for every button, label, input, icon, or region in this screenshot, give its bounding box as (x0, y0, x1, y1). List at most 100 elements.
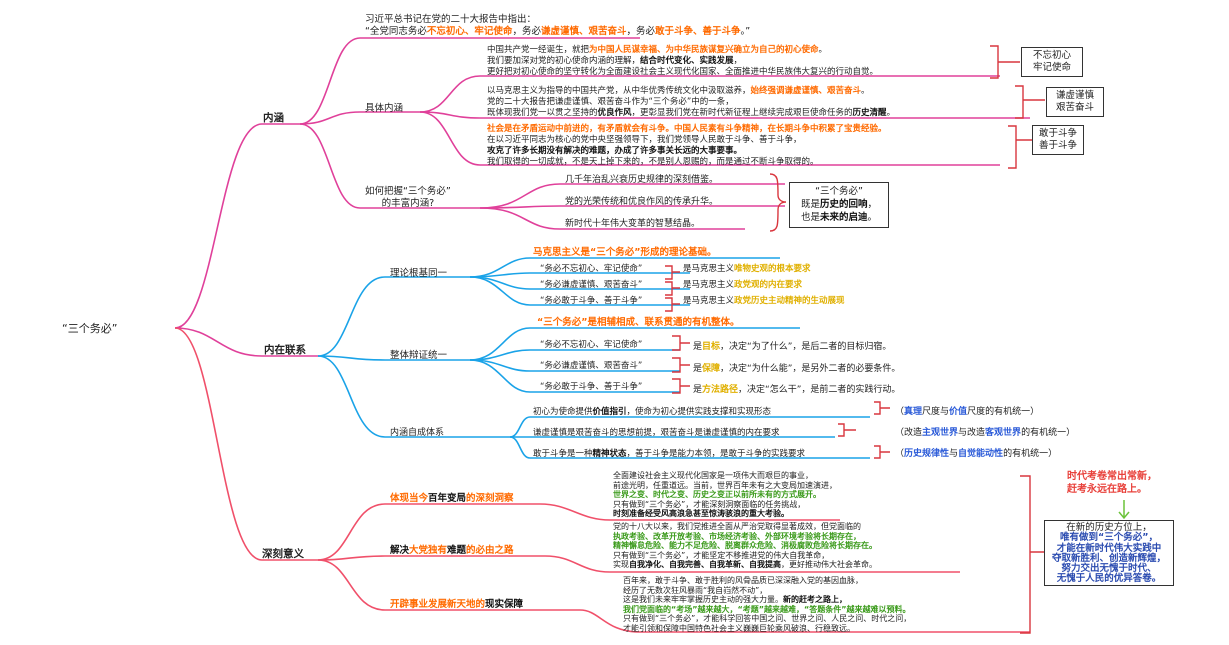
text-segment: 始终强调谦虚谨慎、艰苦奋斗 (750, 86, 862, 96)
text-segment: 百年来，敢于斗争、敢于胜利的风骨品质已深深融入党的基因血脉， (623, 576, 863, 585)
text-segment: 我们党面临的“考场”越来越大，“考题”越来越难，“答题条件”越来越难以预料。 (623, 604, 911, 614)
text-segment: 开辟事业发展新天地的 (390, 599, 486, 610)
conclusion-line: 无愧于人民的优异答卷。 (1056, 573, 1162, 585)
summary-box-modesty: 谦虚谨慎 艰苦奋斗 (1046, 87, 1104, 117)
text-segment: 时刻准备经受风高浪急甚至惊涛骇浪的重大考验。 (613, 509, 789, 518)
text-segment: 是马克思主义 (683, 280, 735, 290)
text-segment: 自觉能动性 (958, 449, 1004, 459)
text-line: 百年来，敢于斗争、敢于胜利的风骨品质已深深融入党的基因血脉， (623, 576, 911, 586)
text-segment: 精神状态 (592, 449, 627, 459)
text-segment: 社会是在矛盾运动中前进的，有矛盾就会有斗争。中国人民素有斗争精神，在长期斗争中积… (487, 124, 887, 134)
text-segment: 大党独有 (409, 545, 448, 556)
root-node[interactable]: “三个务必” (62, 322, 118, 335)
text-segment: 我们取得的一切成就，不是天上掉下来的，不是别人恩赐的，而是通过不断斗争取得的。 (487, 157, 819, 167)
text-line: 经历了无数次狂风暴雨“我自岿然不动”， (623, 586, 911, 596)
theory-item[interactable]: “务必不忘初心、牢记使命” (540, 264, 643, 274)
system-items: 初心为使命提供价值指引，使命为初心提供实践支撑和实现形态谦虚谨慎是艰苦奋斗的思想… (533, 402, 805, 465)
text-segment: 。 (818, 45, 828, 55)
text-segment: （改造 (895, 428, 923, 438)
conclusion-line: 在新的历史方位上， (1066, 522, 1152, 533)
text-line: 这是我们未来牢牢掌握历史主动的强大力量。新的赶考之路上， (623, 595, 911, 605)
text-segment: ， (733, 56, 743, 66)
text-segment: 方法路径 (702, 385, 739, 395)
text-segment: 以马克思主义为指导的中国共产党，从中华优秀传统文化中汲取滋养， (487, 86, 751, 96)
theory-item[interactable]: “务必谦虚谨慎、艰苦奋斗” (540, 280, 643, 290)
text-segment: 尺度与 (922, 407, 950, 417)
text-segment: 唯物史观的根本要求 (734, 264, 811, 274)
text-line: 实现自我净化、自我完善、自我革新、自我提高，更好推动伟大社会革命。 (613, 560, 877, 570)
text-line: （改造主观世界与改造客观世界的有机统一） (895, 423, 1075, 444)
text-segment: 精神懈怠危险、能力不足危险、脱离群众危险、消极腐败危险将长期存在。 (613, 541, 877, 550)
node-specific-meaning[interactable]: 具体内涵 (365, 103, 404, 114)
text-segment: 不忘初心、牢记使命 (426, 26, 513, 37)
text-segment: ， (867, 199, 878, 210)
text-segment: 我们要加深对党的初心使命内涵的理解， (487, 56, 641, 66)
text-line: （真理尺度与价值尺度的有机统一） (895, 402, 1075, 423)
link-root-neizai (174, 327, 318, 357)
grasp-item[interactable]: 党的光荣传统和优良作风的传承升华。 (565, 197, 719, 207)
text-line: 前途光明，任重道远。当前，世界百年未有之大变局加速演进， (613, 481, 837, 491)
text-segment: （ (895, 449, 905, 459)
node-whole-unity[interactable]: 整体辩证统一 (390, 350, 448, 361)
text-segment: 既体现我们党一以贯之坚持的 (487, 108, 598, 118)
whole-item[interactable]: “务必谦虚谨慎、艰苦奋斗” (540, 361, 643, 371)
text-line: 全面建设社会主义现代化国家是一项伟大而艰巨的事业， (613, 471, 837, 481)
text-segment: 是 (693, 363, 703, 374)
text-line: 既体现我们党一以贯之坚持的优良作风，更彰显我们党在新时代新征程上继续完成艰巨使命… (487, 108, 895, 119)
node-solution[interactable]: 解决大党独有难题的必由之路 (390, 542, 514, 556)
text-segment: ，决定“为什么能”，是另外二者的必要条件。 (720, 363, 901, 374)
text-block-insight: 全面建设社会主义现代化国家是一项伟大而艰巨的事业，前途光明，任重道远。当前，世界… (613, 471, 837, 519)
text-segment: “三个务必” (815, 186, 863, 197)
node-how-to-grasp[interactable]: 如何把握“三个务必” 的丰富内涵? (365, 186, 451, 210)
text-segment: 谦虚谨慎、艰苦奋斗 (540, 26, 627, 37)
text-segment: 这是我们未来牢牢掌握历史主动的强大力量。 (623, 595, 783, 604)
box-line: 敢于斗争 (1038, 128, 1077, 139)
node-label-line: 的丰富内涵? (381, 198, 435, 209)
note-line: 赶考永远在路上。 (1067, 484, 1147, 495)
branch-shenke[interactable]: 深刻意义 (262, 548, 304, 560)
text-segment: 。 (867, 212, 878, 223)
text-line: 是目标，决定“为了什么”，是后二者的目标归宿。 (693, 337, 900, 359)
text-line: 只有做到“三个务必”，才能坚定不移推进党的伟大自我革命， (613, 551, 877, 561)
whole-item[interactable]: “务必不忘初心、牢记使命” (540, 340, 643, 350)
text-segment: 只有做到“三个务必”，才能坚定不移推进党的伟大自我革命， (613, 550, 830, 560)
node-theory-unity[interactable]: 理论根基同一 (390, 268, 448, 279)
text-segment: 优良作风 (597, 108, 632, 118)
text-segment: 的必由之路 (466, 545, 514, 556)
branch-neihan[interactable]: 内涵 (263, 112, 284, 124)
text-segment: 在以习近平同志为核心的党中央坚强领导下，我们党领导人民敢于斗争、善于斗争， (487, 135, 802, 145)
system-unity-notes: （真理尺度与价值尺度的有机统一）（改造主观世界与改造客观世界的有机统一）（历史规… (895, 402, 1075, 465)
text-segment: 更好把对初心使命的坚守转化为全面建设社会主义现代化国家、全面推进中华民族伟大复兴… (487, 67, 879, 77)
text-segment: 真理 (904, 407, 923, 417)
node-guarantee[interactable]: 开辟事业发展新天地的现实保障 (390, 596, 523, 610)
text-segment: 未来的启迪 (819, 212, 868, 223)
box-line: 不忘初心 (1032, 50, 1071, 61)
text-segment: 。 (861, 86, 870, 96)
text-segment: 是马克思主义 (683, 296, 735, 306)
text-line: 既是历史的回响， (794, 198, 884, 211)
whole-item[interactable]: “务必敢于斗争、善于斗争” (540, 382, 643, 392)
text-segment: 中国共产党一经诞生，就把 (487, 45, 590, 55)
grasp-item[interactable]: 新时代十年伟大变革的智慧结晶。 (565, 219, 701, 229)
text-line: 在以习近平同志为核心的党中央坚强领导下，我们党领导人民敢于斗争、善于斗争， (487, 135, 887, 146)
node-system[interactable]: 内涵自成体系 (390, 428, 445, 438)
box-line: 善于斗争 (1038, 140, 1077, 151)
text-segment: 历史清醒 (852, 108, 887, 118)
text-line: 谦虚谨慎是艰苦奋斗的思想前提，艰苦奋斗是谦虚谨慎的内在要求 (533, 423, 805, 444)
node-insight[interactable]: 体现当今百年变局的深刻洞察 (390, 490, 514, 504)
text-line: 精神懈怠危险、能力不足危险、脱离群众危险、消极腐败危险将长期存在。 (613, 541, 877, 551)
conclusion-line: 夺取新胜利、创造新辉煌， (1051, 552, 1166, 564)
brackets (665, 45, 1046, 634)
branch-neizai[interactable]: 内在联系 (264, 344, 306, 356)
text-line: 党的十八大以来，我们党推进全面从严治党取得显著成效，但党面临的 (613, 522, 877, 532)
text-segment: （ (895, 407, 905, 417)
text-segment: 的有机统一） (1003, 449, 1058, 459)
theory-item[interactable]: “务必敢于斗争、善于斗争” (540, 296, 643, 306)
grasp-item[interactable]: 几千年治乱兴衰历史规律的深刻借鉴。 (565, 175, 719, 185)
text-segment: 敢于斗争、善于斗争 (654, 26, 741, 37)
conclusion-line: 努力交出无愧于时代、 (1061, 563, 1157, 575)
text-segment: ，决定“怎么干”，是前二者的实践行动。 (738, 385, 901, 395)
text-segment: 与 (949, 449, 959, 459)
box-line: 谦虚谨慎 (1055, 90, 1094, 101)
